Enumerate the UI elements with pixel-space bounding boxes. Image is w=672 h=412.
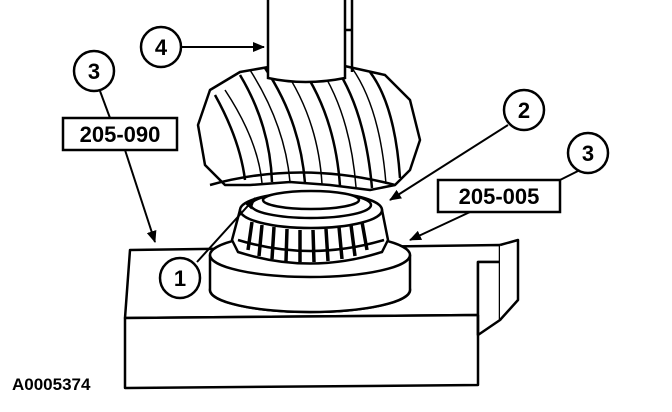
callout-3-right-label: 3 [582, 141, 594, 166]
callout-4-label: 4 [155, 35, 168, 60]
figure-id: A0005374 [12, 375, 91, 394]
callout-2-label: 2 [518, 98, 530, 123]
tool-label-205-090: 205-090 [80, 122, 161, 147]
callout-2: 2 [389, 88, 546, 201]
tool-label-205-005: 205-005 [459, 184, 540, 209]
callout-1-label: 1 [174, 266, 186, 291]
pinion-shaft [266, 0, 354, 84]
callout-3-left-label: 3 [88, 59, 100, 84]
callout-3-right: 3 205-005 [409, 131, 610, 241]
pinion-gear [196, 63, 422, 192]
callout-4: 4 [139, 25, 265, 69]
bearing [230, 189, 390, 265]
callout-1: 1 [158, 197, 256, 300]
callout-3-left: 3 205-090 [61, 49, 179, 243]
